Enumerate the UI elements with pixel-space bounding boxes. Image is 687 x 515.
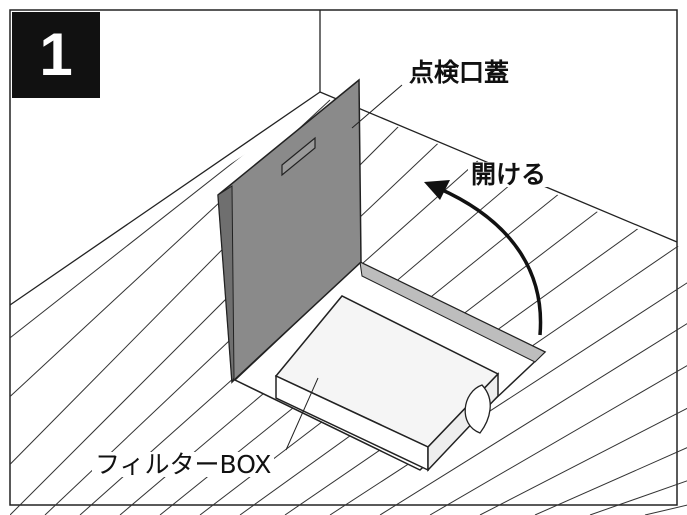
filter-box-label: フィルターBOX [92, 452, 275, 477]
wall-floor-edge-left [9, 91, 321, 306]
opening-inner-wall [359, 261, 546, 363]
filter-box-duct-port [464, 384, 491, 434]
lid-leader-line [351, 84, 403, 129]
filter-leader-line [285, 377, 319, 451]
inspection-lid-edge [217, 185, 235, 384]
open-label: 開ける [468, 162, 550, 187]
open-arrow-head [424, 180, 450, 200]
lid-handle-slot [281, 136, 316, 177]
lid-label: 点検口蓋 [406, 60, 513, 85]
step-number-badge: 1 [12, 12, 100, 98]
open-arrow-curve [437, 186, 543, 336]
